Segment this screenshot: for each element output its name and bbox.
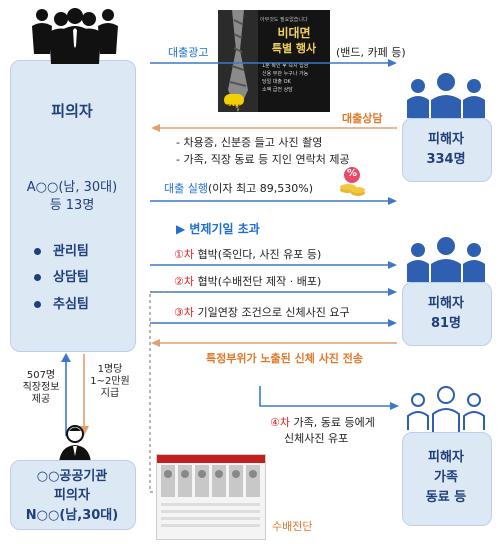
talk-badge-text: TALK — [225, 104, 243, 111]
step-1-text: 협박(죽인다, 사진 유포 등) — [193, 248, 322, 261]
requirement-1: - 차용증, 신분증 들고 사진 촬영 — [176, 136, 323, 149]
insider-panel — [10, 460, 136, 530]
step-3-arrow — [150, 319, 397, 327]
ad-label: 대출광고 — [168, 46, 209, 59]
ad-line-3: 당일 대출 OK — [262, 79, 291, 85]
step-1-num: ①차 — [174, 248, 194, 261]
victim-group-icon-1 — [407, 73, 485, 122]
wanted-label: 수배전단 — [272, 520, 313, 533]
insider-org: ○○공공기관 — [36, 469, 108, 484]
insider-name: N○○(남,30대) — [25, 508, 119, 523]
victim-box-2 — [402, 282, 492, 346]
photo-send-label: 특정부위가 노출된 신체 사진 전송 — [206, 352, 363, 365]
team-item-consulting: 상담팀 — [34, 266, 89, 285]
ad-arrow — [150, 59, 397, 67]
victim-3-coworkers: 동료 등 — [425, 490, 467, 505]
ad-headline-2: 특별 행사 — [271, 42, 317, 55]
step-3-text: 기일연장 조건으로 신체사진 요구 — [193, 306, 350, 319]
ad-line-4: 소액 급전 상담 — [262, 87, 293, 93]
step-4-text-2: 신체사진 유포 — [284, 432, 349, 445]
step-2-num: ②차 — [174, 275, 194, 288]
coins-icon — [340, 167, 365, 196]
loan-execution-label: 대출 실행 — [164, 182, 208, 195]
up-flow-label: 507명 직장정보 제공 — [22, 370, 60, 405]
bullet-icon — [34, 274, 41, 281]
ad-line-2: 신용 무관 누구나 가능 — [262, 71, 309, 77]
victim-2-label: 피해자 — [428, 296, 464, 311]
ad-line-1: 1분 확인 후 즉시 입금 — [262, 63, 309, 69]
talk-badge-icon: TALK — [224, 94, 244, 111]
step-2-arrow — [150, 288, 397, 296]
team-item-management: 관리팀 — [34, 240, 89, 259]
ad-channels: (밴드, 카페 등) — [336, 46, 406, 59]
step-4-num: ④차 — [270, 416, 290, 429]
victim-box-3 — [402, 432, 492, 526]
victim-group-icon-2 — [407, 237, 485, 286]
step-4: ④차 가족, 동료 등에게 — [270, 414, 375, 430]
consult-arrow — [151, 124, 397, 132]
victim-1-count: 334명 — [426, 152, 466, 167]
step-4-text: 가족, 동료 등에게 — [289, 416, 375, 429]
consult-label: 대출상담 — [342, 112, 383, 125]
step-2: ②차 협박(수배전단 제작 · 배포) — [174, 273, 321, 289]
ad-headline-1: 비대면 — [277, 26, 311, 40]
suspect-group-icon — [32, 8, 118, 64]
wanted-photos-icon — [161, 465, 260, 527]
requirement-2: - 가족, 직장 동료 등 지인 연락처 제공 — [176, 153, 350, 166]
loan-arrow — [150, 197, 397, 205]
victim-1-label: 피해자 — [428, 132, 464, 147]
ad-poster: 아무것도 필요없습니다 비대면 특별 행사 1분 확인 후 즉시 입금 신용 무… — [218, 10, 330, 112]
bullet-icon — [34, 248, 41, 255]
suspect-count: 등 13명 — [49, 198, 95, 213]
step-2-text: 협박(수배전단 제작 · 배포) — [193, 275, 322, 288]
insider-person-icon — [59, 425, 91, 462]
step-1: ①차 협박(죽인다, 사진 유포 등) — [174, 246, 321, 262]
victim-box-1 — [402, 118, 492, 182]
team-item-collection: 추심팀 — [34, 293, 89, 312]
loan-execution: 대출 실행(이자 최고 89,530%) — [164, 180, 313, 196]
photo-send-arrow — [151, 339, 397, 347]
overdue-label: ▶ 변제기일 초과 — [176, 222, 260, 236]
suspect-title: 피의자 — [51, 102, 93, 120]
loan-rate: (이자 최고 89,530%) — [207, 182, 313, 195]
insider-role: 피의자 — [54, 488, 90, 503]
percent-badge: % — [346, 168, 358, 179]
step-3-num: ③차 — [174, 306, 194, 319]
victim-3-family: 가족 — [434, 470, 458, 485]
dotted-connector — [149, 291, 172, 493]
suspect-name: A○○(남, 30대) — [26, 180, 118, 195]
step-3: ③차 기일연장 조건으로 신체사진 요구 — [174, 304, 350, 320]
victim-3-label: 피해자 — [428, 450, 464, 465]
victim-2-count: 81명 — [430, 316, 462, 331]
step-4-line — [259, 386, 399, 410]
suit-tie-icon — [218, 10, 258, 112]
down-flow-label: 1명당 1~2만원 지급 — [90, 364, 130, 399]
step-1-arrow — [150, 261, 397, 269]
suspect-panel — [10, 60, 136, 352]
family-group-icon — [407, 386, 485, 432]
wanted-poster-header — [157, 455, 265, 463]
ad-small-text: 아무것도 필요없습니다 — [260, 17, 308, 23]
bullet-icon — [34, 301, 41, 308]
wanted-poster — [156, 454, 266, 540]
